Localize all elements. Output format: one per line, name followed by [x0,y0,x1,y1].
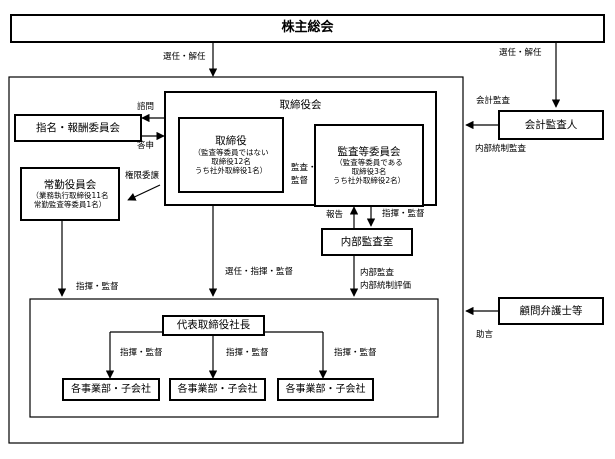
standing-committee-title: 常勤役員会 [43,178,97,191]
standing-committee-note-2: 常勤監査等委員1名） [33,200,107,210]
audit-committee-title: 監査等委員会 [337,145,401,158]
direct-supervise-unit-1-label: 指揮・監督 [120,348,163,358]
accounting-auditor-label: 会計監査人 [524,118,578,131]
report-label: 報告 [326,210,344,220]
executive-frame [29,298,439,418]
direct-supervise-unit-3-label: 指揮・監督 [334,348,377,358]
business-unit-box-3: 各事業部・子会社 [277,378,374,401]
legal-advisors-box: 顧問弁護士等 [498,297,604,325]
report-answer-label: 答申 [137,141,155,151]
accounting-audit-label: 会計監査 [476,96,511,106]
business-unit-label: 各事業部・子会社 [177,383,258,395]
business-unit-box-1: 各事業部・子会社 [62,378,160,401]
audit-committee-note-2: 取締役3名 [351,167,387,177]
standing-committee-box: 常勤役員会 （業務執行取締役11名 常勤監査等委員1名） [20,167,120,221]
directors-title: 取締役 [215,135,247,148]
internal-control-audit-label: 内部統制監査 [475,144,527,154]
audit-supervise-label-1: 監査・ [291,163,317,173]
nomination-committee-box: 指名・報酬委員会 [14,114,142,142]
directors-note-1: （監査等委員ではない [193,147,269,157]
appoint-direct-supervise-label: 選任・指揮・監督 [225,267,294,277]
legal-advisors-label: 顧問弁護士等 [519,304,583,317]
direct-supervise-unit-2-label: 指揮・監督 [226,348,269,358]
business-unit-box-2: 各事業部・子会社 [169,378,266,401]
direct-supervise-ia-label: 指揮・監督 [382,209,425,219]
appoint-dismiss-label-left: 選任・解任 [163,52,206,62]
directors-box: 取締役 （監査等委員ではない 取締役12名 うち社外取締役1名） [178,117,284,193]
business-unit-label: 各事業部・子会社 [71,383,151,395]
audit-committee-note-3: うち社外取締役2名） [332,176,406,186]
audit-supervise-label-2: 監督 [291,176,309,186]
nomination-committee-label: 指名・報酬委員会 [36,121,120,134]
standing-committee-note-1: （業務執行取締役11名 [31,191,109,201]
audit-committee-note-1: （監査等委員である [335,158,403,168]
company-frame [8,76,464,444]
audit-committee-box: 監査等委員会 （監査等委員である 取締役3名 うち社外取締役2名） [314,124,424,207]
internal-audit-box: 内部監査室 [321,228,413,256]
appoint-dismiss-label-right: 選任・解任 [499,48,542,58]
president-label: 代表取締役社長 [176,319,251,332]
board-of-directors-label: 取締役会 [279,99,322,111]
internal-audit-label: 内部監査室 [340,235,394,248]
business-unit-label: 各事業部・子会社 [285,383,366,395]
internal-control-eval-label: 内部統制評価 [360,281,412,291]
shareholders-meeting-label: 株主総会 [281,20,334,36]
president-box: 代表取締役社長 [162,315,265,336]
advice-label: 助言 [476,330,494,340]
accounting-auditor-box: 会計監査人 [498,110,604,140]
internal-audit-arrow-label: 内部監査 [360,268,395,278]
delegation-label: 権限委譲 [125,171,160,181]
shareholders-meeting-box: 株主総会 [10,14,605,43]
consult-label: 諮問 [137,102,155,112]
direct-supervise-left-label: 指揮・監督 [76,282,119,292]
directors-note-3: うち社外取締役1名） [194,165,268,175]
directors-note-2: 取締役12名 [211,156,251,166]
